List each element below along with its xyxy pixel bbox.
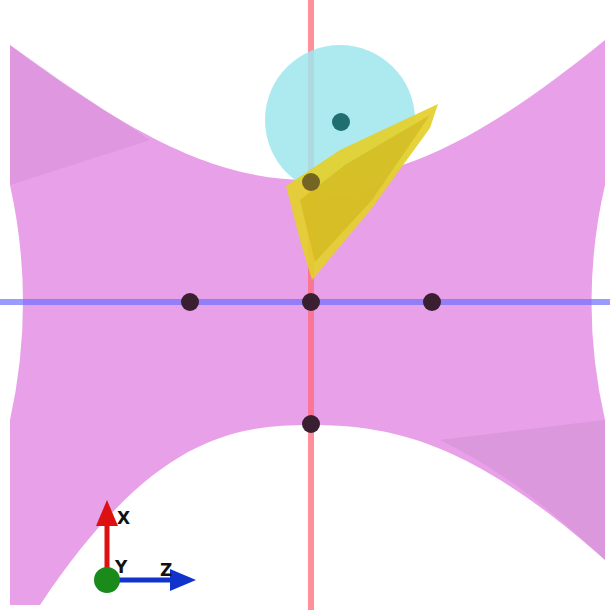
triad-z-head	[170, 569, 196, 591]
hyperboloid-surface	[10, 40, 605, 605]
point-dot	[181, 293, 199, 311]
point-dot	[302, 415, 320, 433]
axis-label: X	[117, 510, 130, 527]
triad-x-head	[96, 500, 118, 526]
yellow-surface-shade	[300, 115, 430, 262]
sphere-center-dot	[332, 113, 350, 131]
point-dot	[423, 293, 441, 311]
hyperboloid-shade	[440, 420, 605, 560]
point-dot	[302, 173, 320, 191]
point-dot	[302, 293, 320, 311]
axis-label: Z	[160, 562, 172, 579]
yellow-surface	[286, 104, 438, 280]
axis-label: Y	[115, 559, 127, 576]
hyperboloid-shade	[10, 45, 150, 185]
